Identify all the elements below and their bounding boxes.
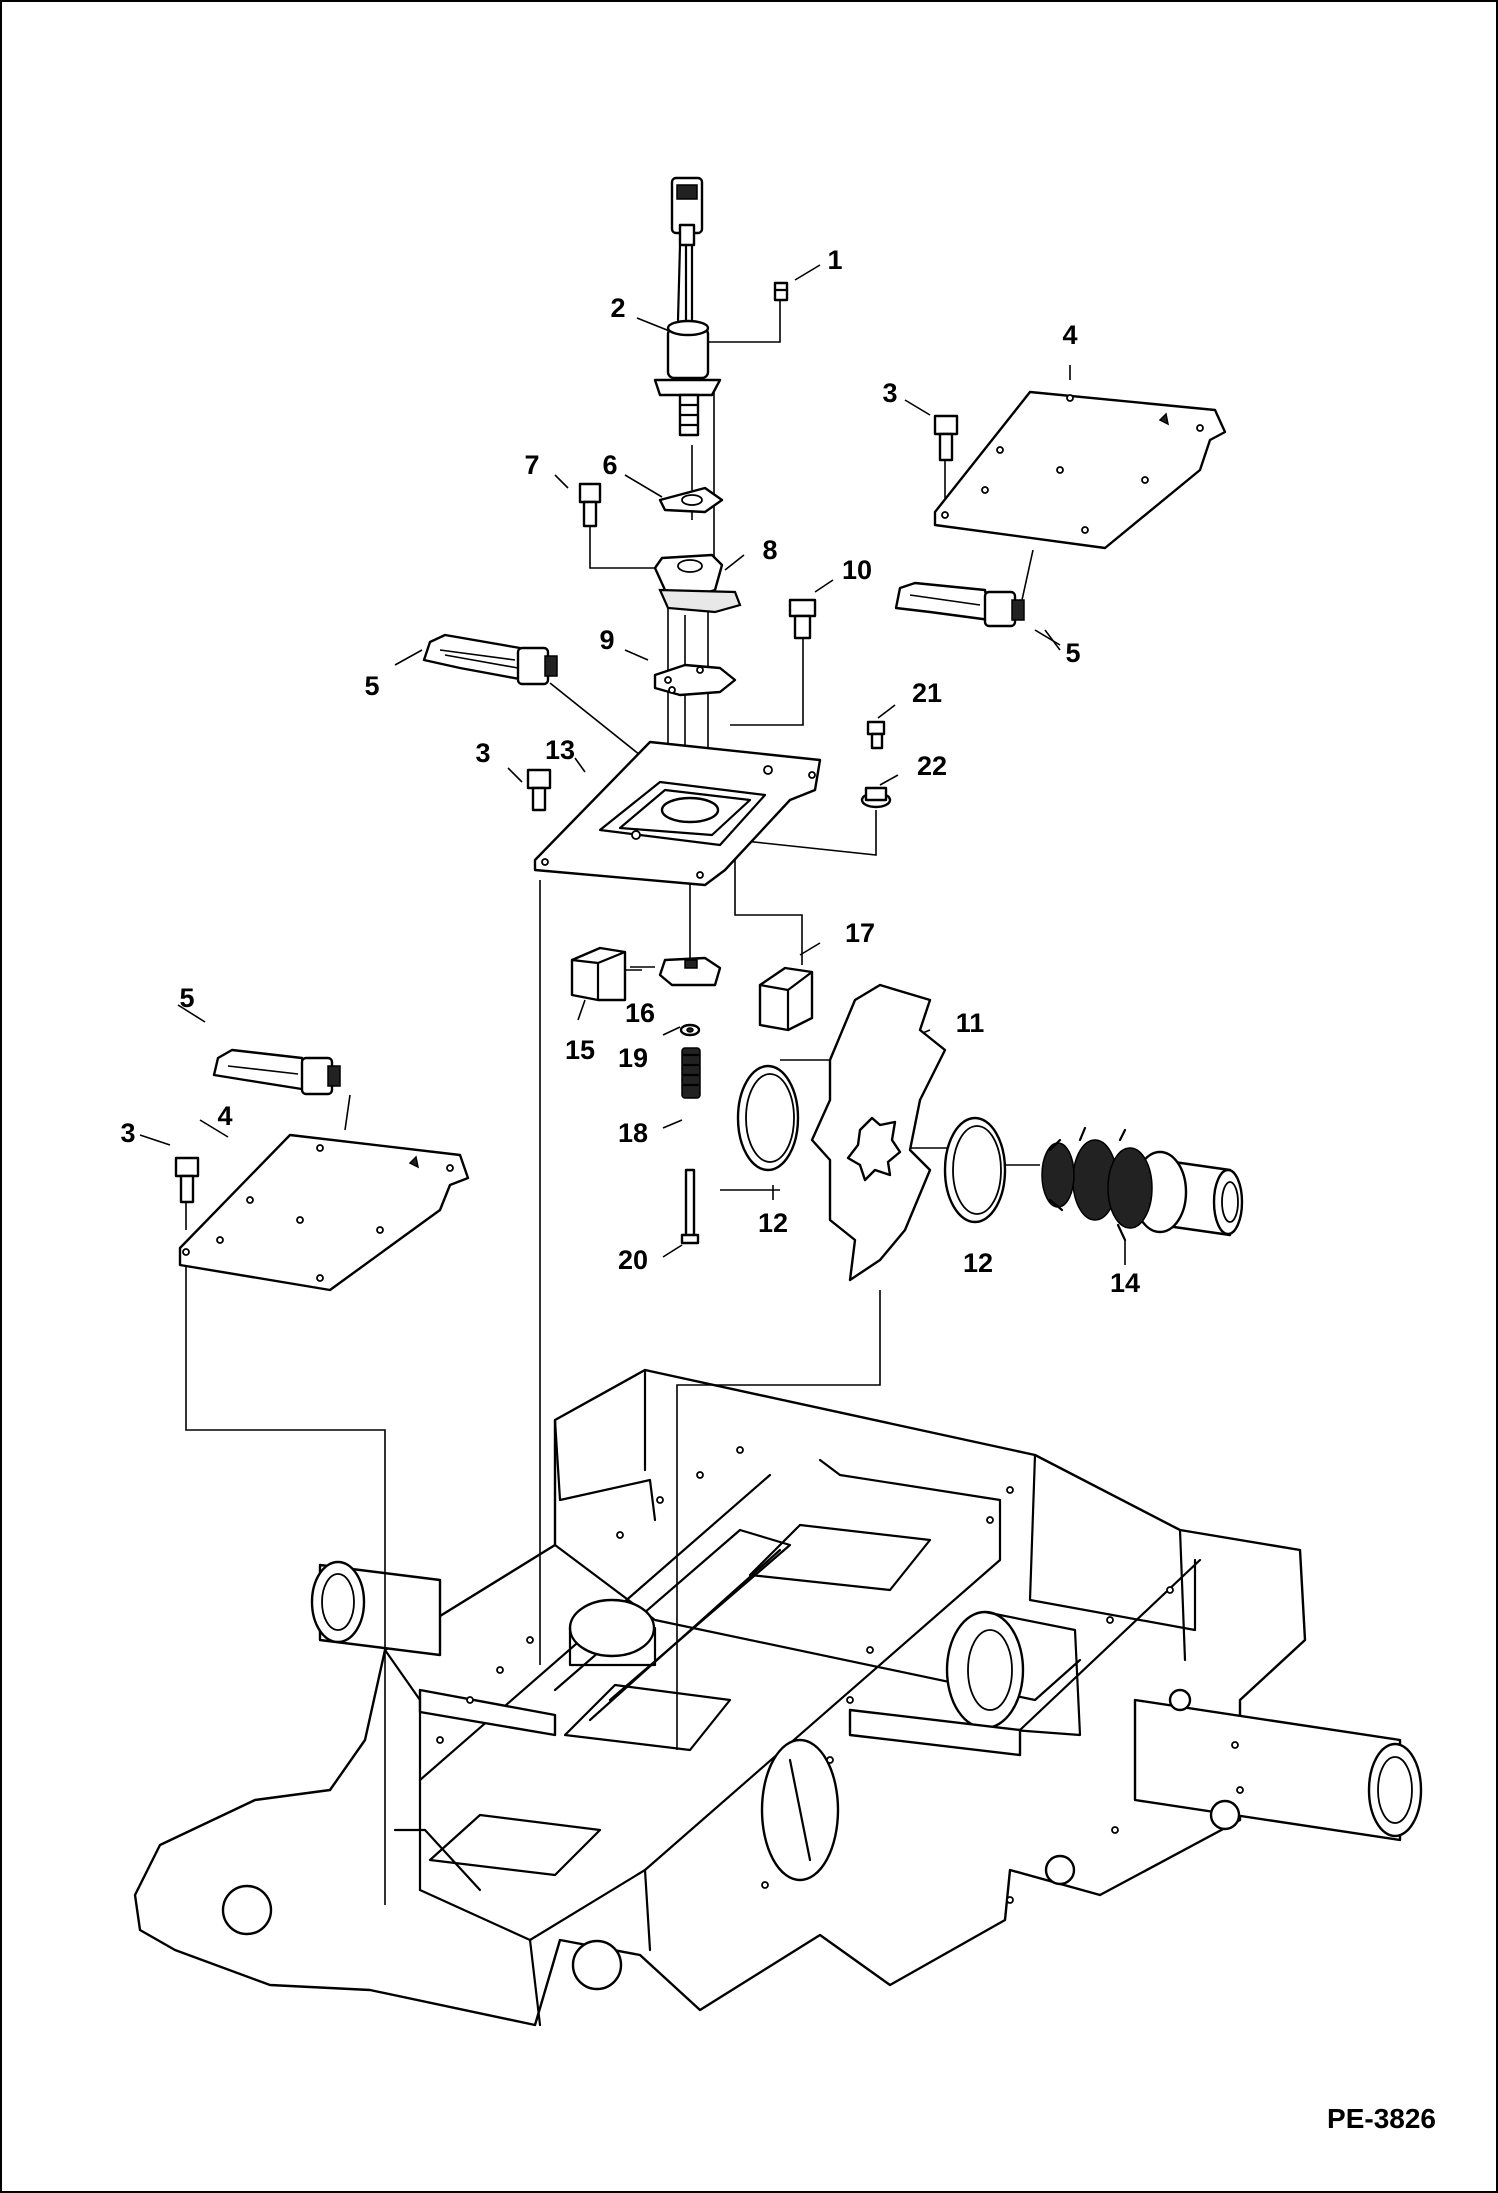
pin-20: [680, 1168, 700, 1245]
solenoid-valve: [653, 176, 722, 437]
callout-22: 22: [917, 751, 947, 781]
callout-6: 6: [602, 450, 617, 480]
screw-7: [578, 482, 602, 528]
mount-plate-13: [533, 740, 822, 887]
callout-4-left: 4: [217, 1101, 232, 1131]
callout-3-center: 3: [475, 738, 490, 768]
cover-plate-4-left: [178, 1133, 470, 1292]
callout-4-right: 4: [1062, 320, 1077, 350]
valve-body-8: [653, 553, 742, 614]
gasket-9: [653, 663, 737, 697]
callout-19: 19: [618, 1043, 648, 1073]
snap-ring-12-left: [736, 1064, 800, 1172]
gasket-6: [658, 486, 724, 514]
callout-10: 10: [842, 555, 872, 585]
callout-18: 18: [618, 1118, 648, 1148]
callout-8: 8: [762, 535, 777, 565]
callout-1: 1: [827, 245, 842, 275]
main-frame: [133, 1368, 1423, 2027]
screw-3-left: [174, 1156, 200, 1204]
block-17: [758, 966, 814, 1032]
plug-22: [860, 786, 892, 809]
drive-sprocket-14: [1041, 1126, 1244, 1242]
screw-3-center: [526, 768, 552, 812]
callout-5-left: 5: [179, 983, 194, 1013]
callout-labels: 1 2 3 3 3 4 4 5 5 5 6 7 8 9 10 11 12 12 …: [120, 245, 1140, 1298]
callout-15: 15: [565, 1035, 595, 1065]
callout-5-center: 5: [364, 671, 379, 701]
figure-code: PE-3826: [1327, 2103, 1436, 2134]
callout-7: 7: [524, 450, 539, 480]
snap-ring-12-right: [943, 1116, 1007, 1224]
callout-3-left: 3: [120, 1118, 135, 1148]
callout-13: 13: [545, 735, 575, 765]
sealant-tube-5-center: [422, 633, 558, 686]
fitting-21: [866, 720, 886, 750]
callout-5-right: 5: [1065, 638, 1080, 668]
callout-12-left: 12: [758, 1208, 788, 1238]
sealant-tube-5-right: [894, 581, 1025, 628]
washer-19: [679, 1023, 701, 1037]
callout-3-right: 3: [882, 378, 897, 408]
cover-plate-4-right: [933, 390, 1227, 550]
callout-16: 16: [625, 998, 655, 1028]
screw-3-right: [933, 414, 959, 462]
screw-10: [788, 598, 817, 640]
callout-12-right: 12: [963, 1248, 993, 1278]
callout-9: 9: [599, 625, 614, 655]
callout-2: 2: [610, 293, 625, 323]
callout-17: 17: [845, 918, 875, 948]
spring-18: [681, 1047, 701, 1099]
callout-11: 11: [956, 1008, 985, 1038]
callout-14: 14: [1110, 1268, 1140, 1298]
block-15: [570, 946, 627, 1002]
brake-disc-11: [810, 983, 947, 1282]
callout-21: 21: [912, 678, 942, 708]
screw-1: [773, 281, 789, 302]
callout-20: 20: [618, 1245, 648, 1275]
sealant-tube-5-left: [212, 1048, 341, 1096]
shuttle-16: [658, 956, 722, 987]
